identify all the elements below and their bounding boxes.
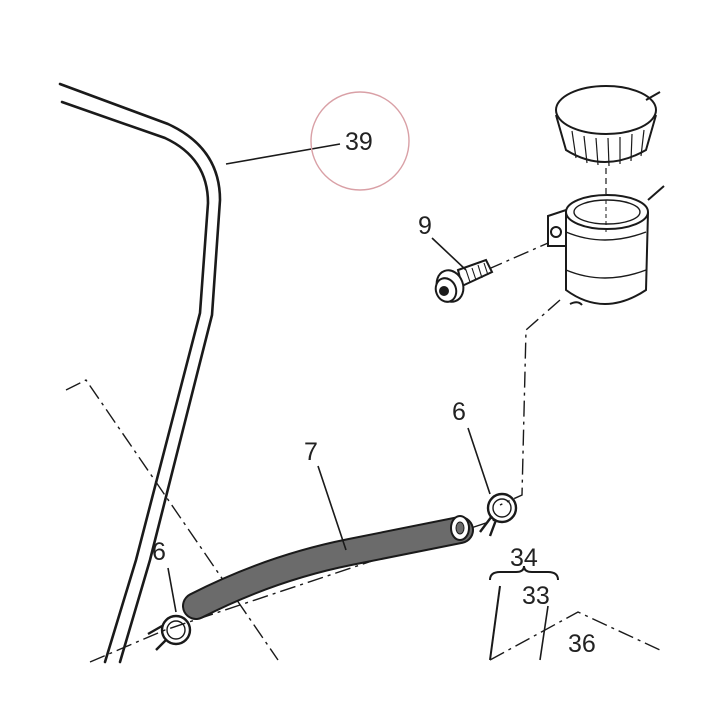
callout-6-top: 6 xyxy=(452,398,466,426)
callout-6-left: 6 xyxy=(152,538,166,566)
highlight-circle xyxy=(310,91,410,191)
callout-9: 9 xyxy=(418,212,432,240)
callout-39: 39 xyxy=(345,128,373,156)
callout-33: 33 xyxy=(522,582,550,610)
hose-clip-left xyxy=(147,614,192,651)
hose-clip-right xyxy=(479,492,518,537)
callout-36: 36 xyxy=(568,630,596,658)
hose xyxy=(182,515,474,620)
leader-9 xyxy=(431,237,467,271)
reservoir-cap xyxy=(555,85,661,167)
bolt xyxy=(434,258,494,303)
leader-39 xyxy=(225,143,341,165)
leader-6-top xyxy=(467,427,491,495)
fairing-frame xyxy=(58,82,222,664)
leader-33 xyxy=(539,605,549,661)
reservoir-body xyxy=(547,185,665,306)
leader-7 xyxy=(317,465,347,551)
callout-7: 7 xyxy=(304,438,318,466)
callout-34: 34 xyxy=(510,544,538,572)
leader-6-left xyxy=(167,567,177,613)
bracket-34 xyxy=(489,565,559,661)
